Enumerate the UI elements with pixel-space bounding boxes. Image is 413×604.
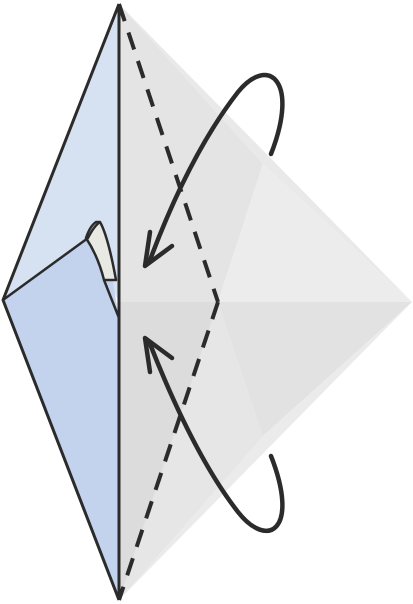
- paper-left-flap: [1, 3, 121, 601]
- paper-curl: [84, 220, 118, 282]
- ghost-facet-top-right: [218, 164, 412, 302]
- fold-arrow-upper: [147, 72, 285, 263]
- fold-arrow-lower: [147, 341, 285, 533]
- fold-arrow-upper-head: [142, 229, 175, 269]
- paper-lower-left-face: [3, 224, 119, 600]
- fold-arrow-lower-head: [142, 335, 175, 375]
- fold-line-upper: [117, 3, 220, 303]
- fold-line-lower: [117, 301, 220, 601]
- ghost-facet-top-outer: [119, 4, 412, 302]
- paper-flap-edge: [2, 220, 121, 319]
- ghost-facet-top-inner: [119, 4, 263, 302]
- ghost-paper-right: [119, 4, 412, 600]
- ghost-facet-bottom-lower: [119, 302, 263, 600]
- ghost-facet-bottom-right: [218, 302, 412, 436]
- ghost-facet-bottom-outer: [119, 302, 412, 600]
